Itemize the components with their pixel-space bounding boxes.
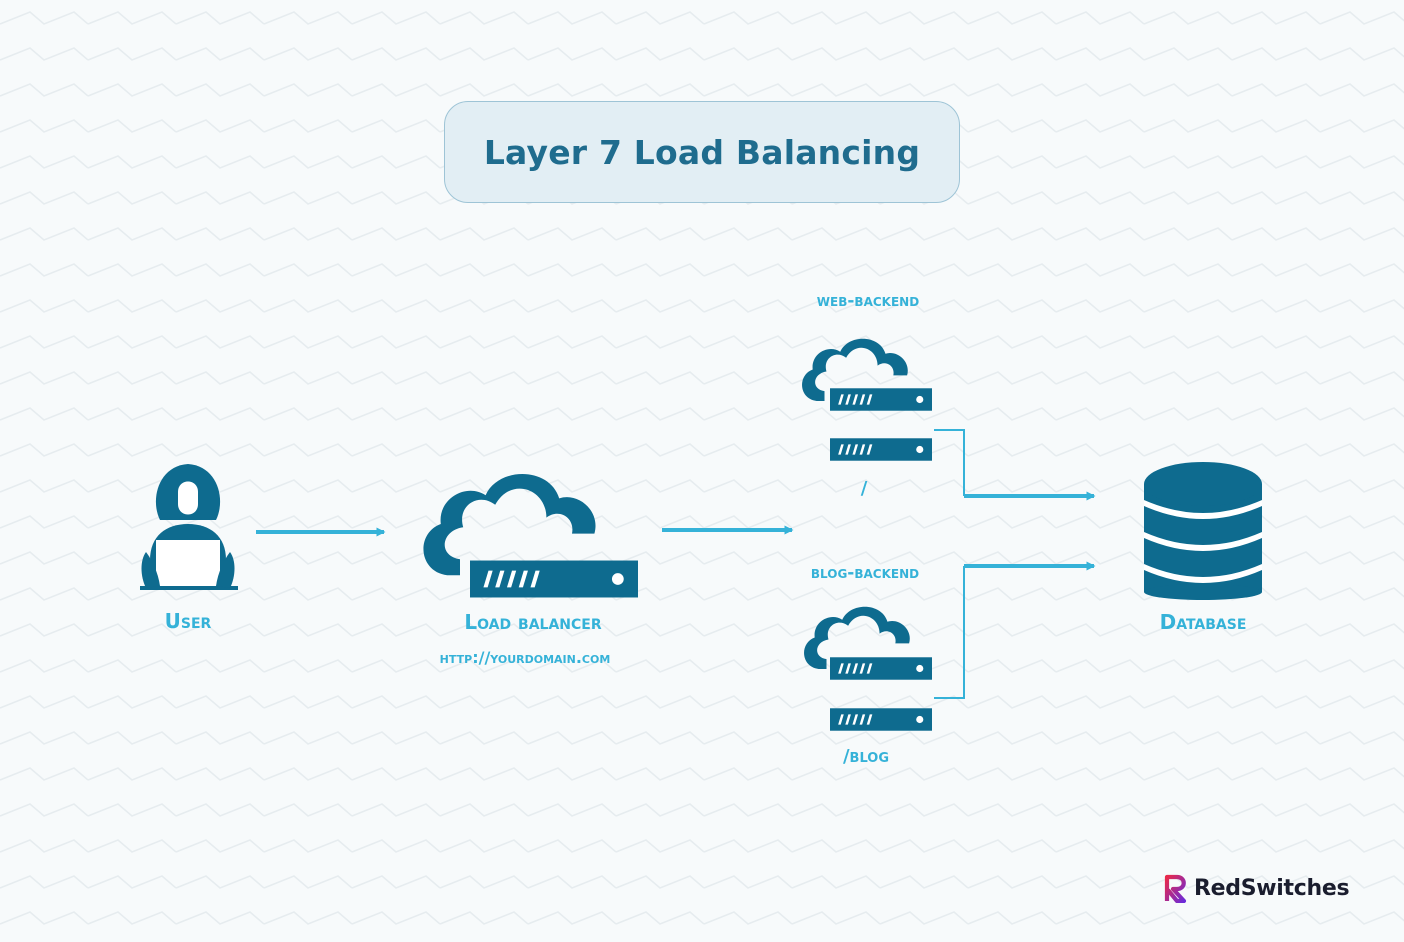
blog-backend-label: blog-backend <box>811 563 919 583</box>
load-balancer-label: Load balancer <box>464 610 602 634</box>
user-icon <box>140 464 238 590</box>
load-balancer-url: http://yourdomain.com <box>440 648 611 667</box>
title-box: Layer 7 Load Balancing <box>444 101 960 203</box>
load-balancer-icon <box>423 473 638 598</box>
diagram-title: Layer 7 Load Balancing <box>483 132 921 172</box>
blog-backend-path: /blog <box>843 746 889 767</box>
database-label: Database <box>1160 610 1247 634</box>
brand-logo: RedSwitches <box>1164 872 1350 904</box>
brand-name: RedSwitches <box>1194 875 1350 901</box>
redswitches-logo-icon <box>1164 874 1187 903</box>
web-backend-path: / <box>861 478 868 499</box>
blog-backend-icon <box>804 606 932 731</box>
blog-backend-connector <box>934 566 965 699</box>
user-label: User <box>165 609 212 633</box>
web-backend-label: web-backend <box>817 291 919 311</box>
database-icon <box>1144 462 1262 600</box>
web-backend-icon <box>802 338 932 461</box>
web-backend-connector <box>934 429 965 496</box>
